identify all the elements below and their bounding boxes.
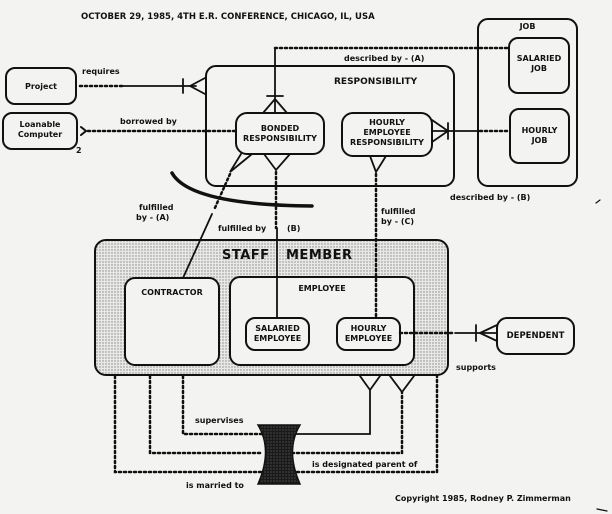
project-label: Project xyxy=(24,82,58,91)
hourly-resp-label-1: HOURLY xyxy=(369,118,405,127)
fulfilled-by-a-label-2: by - (A) xyxy=(136,213,170,222)
is-designated-parent-of-relationship[interactable] xyxy=(148,374,404,455)
loanable-computer-entity[interactable] xyxy=(2,112,78,150)
project-entity[interactable] xyxy=(5,67,77,105)
fulfilled-by-b-relationship[interactable] xyxy=(274,170,278,319)
supports-label: supports xyxy=(456,363,496,372)
loanable-computer-label-1: Loanable xyxy=(19,120,61,129)
bonded-responsibility-entity[interactable] xyxy=(235,112,325,155)
responsibility-entity[interactable] xyxy=(205,65,455,187)
borrowed-by-label: borrowed by xyxy=(120,117,177,126)
borrowed-by-relationship[interactable] xyxy=(80,126,238,136)
fulfilled-by-c-label-2: by - (C) xyxy=(381,217,415,226)
supports-relationship[interactable] xyxy=(398,324,498,342)
described-by-b-relationship[interactable] xyxy=(431,119,512,143)
dependent-entity[interactable] xyxy=(496,317,575,355)
job-label: JOB xyxy=(519,22,536,31)
staff-member-label-1: STAFF xyxy=(222,248,270,263)
loanable-computer-note: 2 xyxy=(76,146,82,155)
is-married-to-relationship[interactable] xyxy=(113,374,439,474)
responsibility-label: RESPONSIBILITY xyxy=(334,77,418,87)
hourly-job-label-1: HOURLY xyxy=(521,126,558,135)
hourly-employee-label-2: EMPLOYEE xyxy=(344,334,393,343)
fulfilled-by-a-relationship[interactable] xyxy=(182,172,232,279)
job-entity[interactable] xyxy=(477,18,578,187)
contractor-label: CONTRACTOR xyxy=(141,288,203,297)
hourglass-connector xyxy=(256,424,302,485)
supervises-label: supervises xyxy=(195,416,244,425)
fulfilled-by-b-label-1: fulfilled by xyxy=(218,224,267,233)
fulfilled-by-a-label-1: fulfilled xyxy=(139,203,174,212)
fulfilled-by-c-label-1: fulfilled xyxy=(381,207,416,216)
salaried-employee-label-1: SALARIED xyxy=(255,324,300,333)
salaried-job-label-1: SALARIED xyxy=(516,54,562,63)
fulfilled-by-b-label-2: (B) xyxy=(287,224,301,233)
hourly-job-entity[interactable] xyxy=(509,108,570,164)
salaried-job-entity[interactable] xyxy=(508,37,570,94)
is-designated-parent-of-label: is designated parent of xyxy=(312,460,418,469)
staff-member-label-2: MEMBER xyxy=(286,248,353,263)
salaried-employee-label-2: EMPLOYEE xyxy=(253,334,302,343)
bonded-responsibility-label-1: BONDED xyxy=(260,124,300,133)
supervises-relationship[interactable] xyxy=(181,374,371,436)
hourly-job-label-2: JOB xyxy=(531,136,548,145)
employee-label: EMPLOYEE xyxy=(298,284,346,293)
is-married-to-label: is married to xyxy=(186,481,244,490)
described-by-b-label: described by - (B) xyxy=(450,193,531,202)
hourly-resp-label-3: RESPONSIBILITY xyxy=(350,138,424,147)
hourly-employee-responsibility-entity[interactable] xyxy=(341,112,433,157)
contractor-entity[interactable] xyxy=(124,277,220,366)
dependent-label: DEPENDENT xyxy=(506,331,565,341)
hourly-resp-label-2: EMPLOYEE xyxy=(363,128,411,137)
exclusivity-arc xyxy=(170,171,314,208)
requires-relationship[interactable] xyxy=(78,77,206,95)
salaried-job-label-2: JOB xyxy=(531,64,547,73)
loanable-computer-label-2: Computer xyxy=(17,130,63,139)
copyright-text: Copyright 1985, Rodney P. Zimmerman xyxy=(395,494,571,503)
described-by-a-relationship[interactable] xyxy=(262,46,510,114)
described-by-a-label: described by - (A) xyxy=(344,54,425,63)
bonded-responsibility-label-2: RESPONSIBILITY xyxy=(243,134,317,143)
hourly-employee-label-1: HOURLY xyxy=(350,324,387,333)
requires-label: requires xyxy=(82,67,120,76)
header-title: OCTOBER 29, 1985, 4TH E.R. CONFERENCE, C… xyxy=(81,12,375,22)
